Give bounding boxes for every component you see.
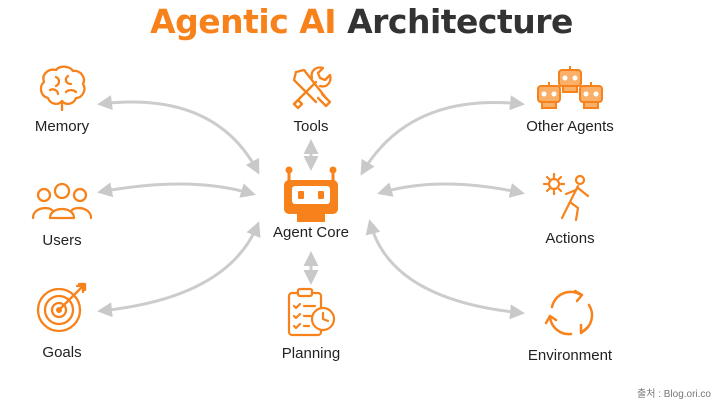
tools-label: Tools <box>293 118 329 135</box>
node-tools: Tools <box>246 64 376 135</box>
users-label: Users <box>42 232 82 249</box>
diagram-title: Agentic AI Architecture <box>0 0 723 48</box>
memory-label: Memory <box>34 118 90 135</box>
brain-icon <box>39 65 86 112</box>
actions-label: Actions <box>545 230 595 247</box>
environment-label: Environment <box>527 347 613 364</box>
arrow-actions-core <box>377 182 525 198</box>
node-planning: Planning <box>246 287 376 362</box>
arrow-users-core <box>97 182 256 198</box>
users-group-icon <box>31 182 93 220</box>
node-actions: Actions <box>505 172 635 247</box>
title-rest: Architecture <box>347 2 573 41</box>
arrow-memory-core <box>97 95 260 175</box>
robot-icon <box>284 166 338 222</box>
recycle-arrows-icon <box>544 289 594 336</box>
node-goals: Goals <box>0 282 127 361</box>
other-agents-label: Other Agents <box>526 118 614 135</box>
goals-label: Goals <box>42 344 82 361</box>
title-accent: Agentic AI <box>150 2 337 41</box>
planning-label: Planning <box>281 345 341 362</box>
agent-core-label: Agent Core <box>273 224 349 241</box>
arrow-environment-core <box>365 219 525 320</box>
robots-group-icon <box>537 66 603 109</box>
node-memory: Memory <box>0 64 127 135</box>
node-agent-core: Agent Core <box>246 164 376 242</box>
clipboard-clock-icon <box>287 287 336 337</box>
node-other-agents: Other Agents <box>505 64 635 135</box>
source-credit: 출처 : Blog.ori.co <box>637 389 711 400</box>
target-arrow-icon <box>36 282 87 333</box>
running-person-gear-icon <box>542 172 590 222</box>
node-environment: Environment <box>505 287 635 364</box>
wrench-screwdriver-icon <box>292 66 332 110</box>
arrow-goals-core <box>97 221 261 318</box>
node-users: Users <box>0 180 127 249</box>
arrow-others-core <box>360 95 525 176</box>
